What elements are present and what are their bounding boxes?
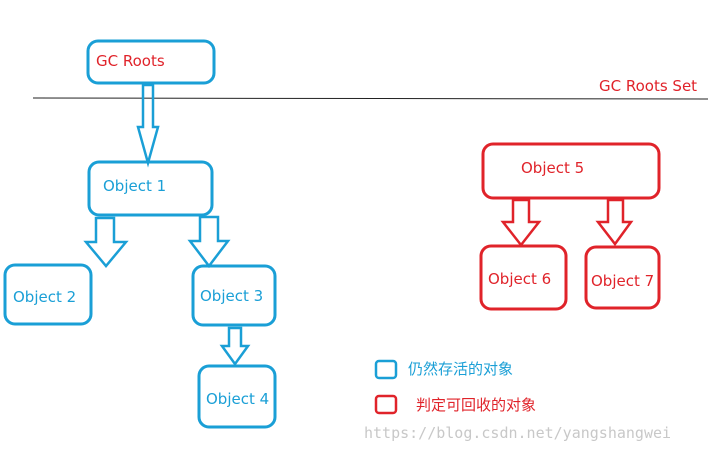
gc-roots-label: GC Roots: [96, 52, 165, 70]
arrow-object3-to-object4: [219, 326, 251, 367]
object2-node: Object 2: [3, 263, 93, 326]
object2-label: Object 2: [13, 288, 76, 306]
legend: 仍然存活的对象 判定可回收的对象: [374, 359, 536, 415]
legend-swatch-alive: [374, 359, 398, 380]
arrow-object5-to-object6: [500, 198, 542, 248]
arrow-object1-to-object2: [83, 216, 129, 268]
arrow-roots-to-object1: [136, 83, 160, 168]
arrow-object5-to-object7: [595, 198, 634, 247]
object7-node: Object 7: [584, 245, 661, 310]
object1-label: Object 1: [103, 177, 166, 195]
legend-swatch-collectable: [374, 394, 398, 415]
object4-label: Object 4: [206, 390, 269, 408]
object6-node: Object 6: [479, 244, 568, 311]
object5-label: Object 5: [521, 159, 584, 177]
gc-roots-node: GC Roots: [86, 39, 216, 85]
gc-roots-set-label: GC Roots Set: [599, 77, 697, 95]
object3-label: Object 3: [200, 287, 263, 305]
object1-node: Object 1: [87, 160, 214, 217]
object4-node: Object 4: [197, 364, 277, 429]
object6-label: Object 6: [488, 270, 551, 288]
object7-label: Object 7: [591, 272, 654, 290]
object3-node: Object 3: [191, 264, 277, 327]
legend-label-alive: 仍然存活的对象: [408, 360, 513, 378]
arrow-object1-to-object3: [187, 215, 231, 269]
object5-node: Object 5: [481, 142, 661, 200]
roots-separator-line: [32, 97, 709, 100]
watermark: https://blog.csdn.net/yangshangwei: [364, 424, 671, 442]
legend-label-collectable: 判定可回收的对象: [416, 396, 536, 414]
